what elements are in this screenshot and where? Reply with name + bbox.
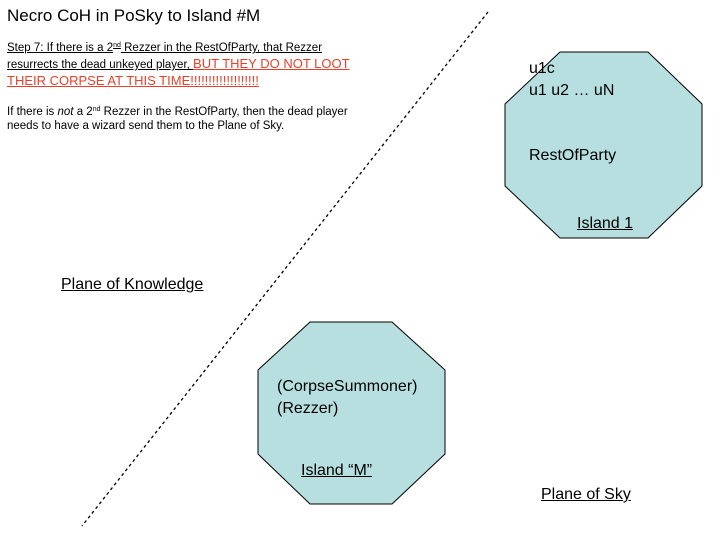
island-m-corpse-summoner: (CorpseSummoner)	[277, 378, 418, 395]
step-superscript: nd	[113, 42, 121, 49]
island-1-octagon	[504, 51, 703, 239]
step-text-part2: Rezzer in the RestOfParty, that Rezzer r…	[7, 42, 323, 71]
step-text-part1: Step 7: If there is a 2	[7, 42, 114, 54]
island-m-octagon	[257, 321, 446, 505]
note-emphasis: not	[57, 106, 74, 118]
island-1-members: u1 u2 … uN	[529, 82, 615, 99]
plane-divider-line	[81, 11, 489, 527]
island-m-label: Island “M”	[301, 462, 373, 479]
page-title: Necro CoH in PoSky to Island #M	[7, 6, 261, 25]
plane-of-knowledge-label: Plane of Knowledge	[61, 276, 204, 293]
island-1-rest-of-party: RestOfParty	[529, 147, 617, 164]
step-7-text: Step 7: If there is a 2nd Rezzer in the …	[7, 40, 367, 90]
note-part1: If there is	[7, 106, 58, 118]
plane-of-sky-label: Plane of Sky	[541, 486, 631, 503]
no-rezzer-note: If there is not a 2nd Rezzer in the Rest…	[7, 105, 377, 133]
note-part3: Rezzer in the RestOfParty, then the dead…	[7, 106, 348, 132]
island-1-label: Island 1	[577, 215, 634, 232]
island-m-rezzer: (Rezzer)	[277, 400, 339, 417]
island-1-u1c: u1c	[529, 60, 555, 77]
note-superscript: nd	[92, 106, 101, 113]
note-part2: a 2	[73, 106, 93, 118]
step-warning: BUT THEY DO NOT LOOT THEIR CORPSE AT THI…	[7, 56, 350, 88]
